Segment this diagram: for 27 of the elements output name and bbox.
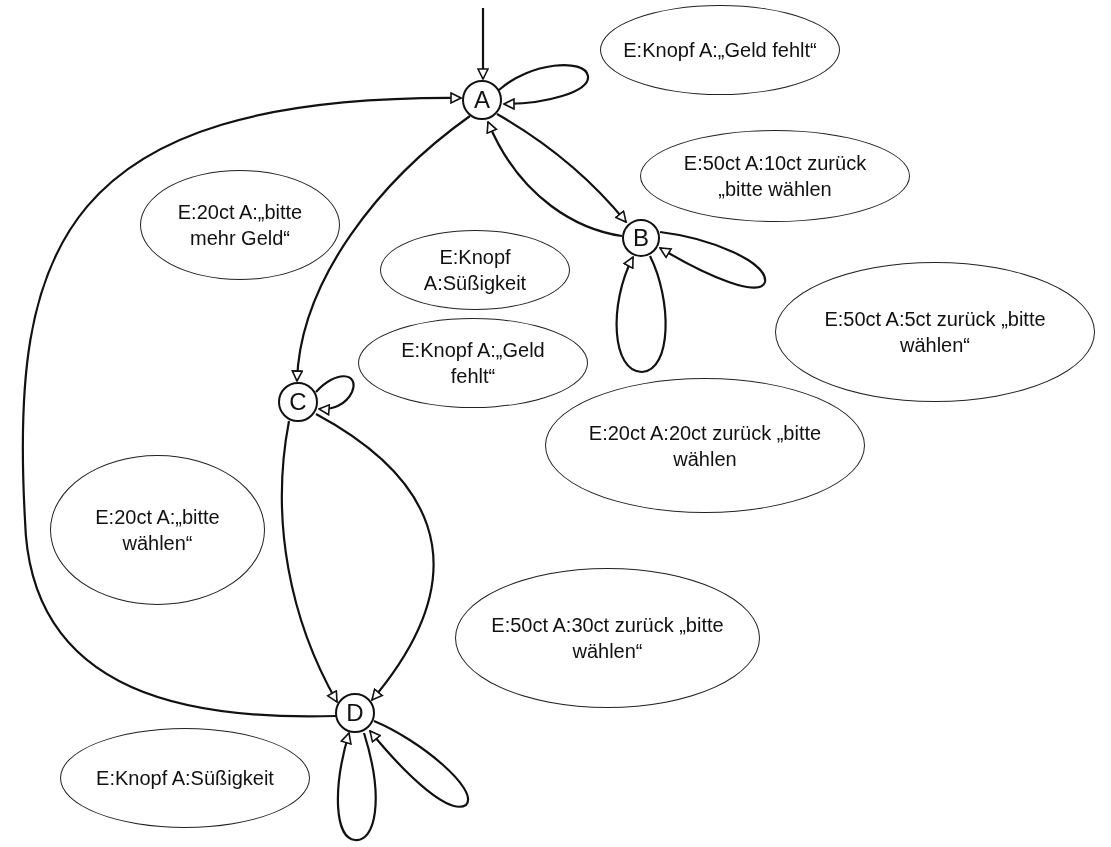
edge-label: E:20ct A:„bitte mehr Geld“ (140, 170, 340, 280)
arrow (496, 113, 627, 223)
self-loop-arrow (498, 64, 590, 110)
self-loop-arrow (315, 375, 355, 416)
arrow (477, 8, 489, 80)
edge-label: E:Knopf A:Süßigkeit (60, 728, 310, 828)
edge-label: E:20ct A:20ct zurück „bitte wählen (545, 378, 865, 513)
edge-label: E:50ct A:30ct zurück „bitte wählen“ (455, 568, 760, 708)
arrow (21, 92, 462, 718)
state-circle: B (622, 219, 660, 257)
self-loop-arrow (615, 255, 667, 374)
arrow (315, 413, 435, 701)
state-circle: C (278, 382, 318, 422)
arrow (292, 115, 471, 382)
arrow (486, 121, 623, 238)
state-circle: A (462, 80, 502, 120)
state-circle: D (335, 693, 375, 733)
edge-label: E:20ct A:„bitte wählen“ (50, 455, 265, 605)
self-loop-arrow (369, 720, 469, 808)
edge-label: E:Knopf A:„Geld fehlt“ (600, 5, 840, 95)
edge-label: E:50ct A:5ct zurück „bitte wählen“ (775, 262, 1095, 402)
edge-label: E:Knopf A:Süßigkeit (380, 230, 570, 310)
self-loop-arrow (336, 732, 377, 842)
arrow (280, 420, 338, 703)
edge-label: E:50ct A:10ct zurück „bitte wählen (640, 130, 910, 222)
edge-label: E:Knopf A:„Geld fehlt“ (358, 318, 588, 408)
self-loop-arrow (659, 230, 767, 289)
